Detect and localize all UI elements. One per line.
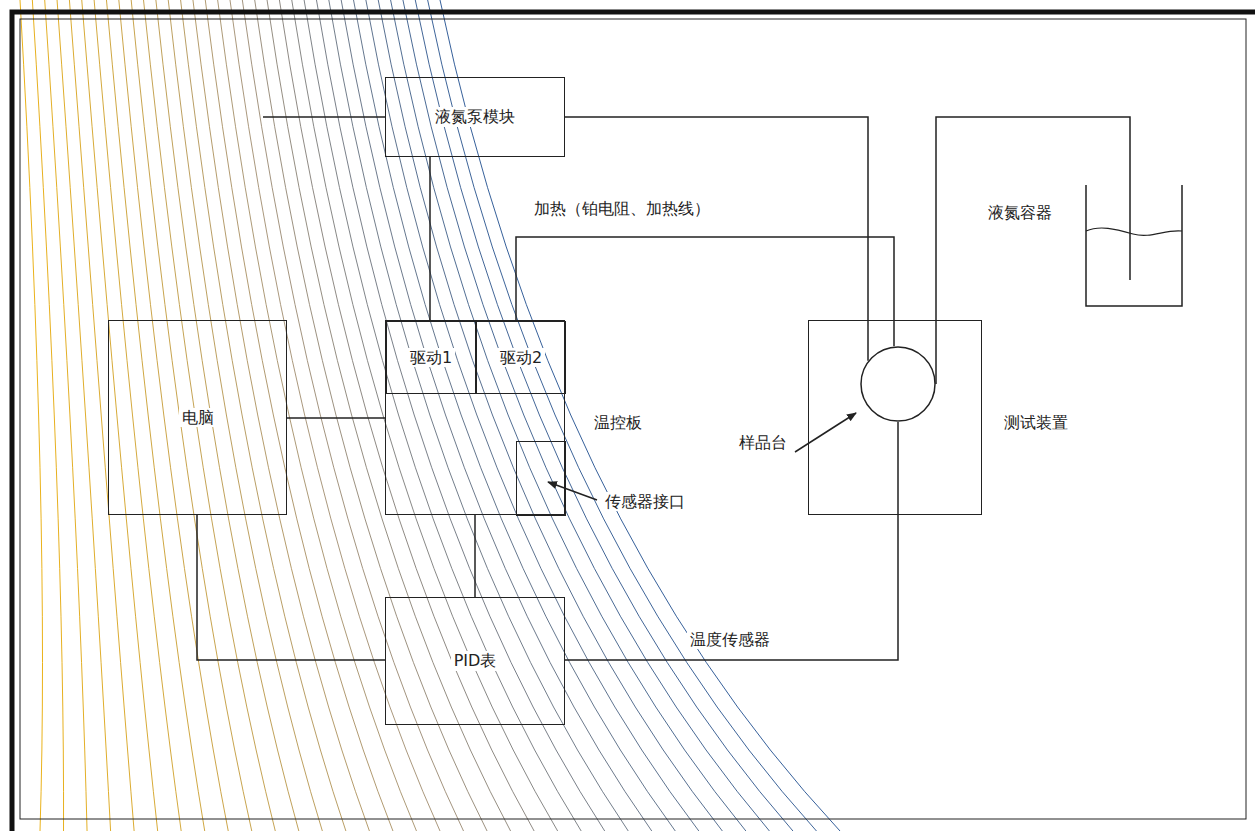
decor-curve bbox=[193, 0, 369, 831]
node-label: 样品台 bbox=[736, 433, 790, 452]
node-label: 液氮泵模块 bbox=[432, 107, 518, 126]
decor-curve bbox=[69, 0, 134, 831]
node-label: 传感器接口 bbox=[602, 492, 688, 511]
connector bbox=[565, 422, 898, 660]
decor-curve bbox=[20, 0, 43, 831]
decor-curve bbox=[32, 0, 63, 831]
node-label: 测试装置 bbox=[1001, 413, 1071, 432]
decor-curve bbox=[391, 0, 746, 831]
outer-frame bbox=[12, 12, 1255, 831]
pid-box: PID表 bbox=[385, 597, 565, 725]
leader-line bbox=[795, 413, 856, 452]
decor-curve bbox=[316, 0, 604, 831]
decor-curve bbox=[366, 0, 699, 831]
decor-curve bbox=[329, 0, 628, 831]
pump-box: 液氮泵模块 bbox=[385, 77, 565, 157]
decor-curve bbox=[292, 0, 558, 831]
leader-line bbox=[548, 482, 597, 500]
connector bbox=[429, 157, 431, 321]
connector bbox=[936, 117, 1130, 384]
decor-curve bbox=[168, 0, 322, 831]
connector bbox=[197, 515, 385, 660]
decor-curve bbox=[156, 0, 299, 831]
tank-outline bbox=[1085, 185, 1183, 307]
decor-curve bbox=[57, 0, 111, 831]
decor-curves bbox=[20, 0, 840, 831]
node-label: 液氮容器 bbox=[985, 203, 1055, 222]
liquid-surface bbox=[1086, 228, 1182, 235]
node-label: PID表 bbox=[451, 651, 500, 670]
decor-curve bbox=[82, 0, 158, 831]
connector bbox=[516, 237, 894, 346]
node-label: 驱动2 bbox=[497, 348, 545, 367]
sensor-port: 传感器接口 bbox=[516, 441, 566, 516]
inner-frame bbox=[20, 19, 1246, 819]
decor-curve bbox=[378, 0, 722, 831]
edge-label: 温度传感器 bbox=[687, 630, 773, 649]
node-label: 电脑 bbox=[179, 408, 217, 427]
nitrogen-tank: 液氮容器 bbox=[1085, 185, 1183, 307]
driver-box: 驱动2 bbox=[476, 321, 566, 394]
pump-wire bbox=[263, 116, 385, 118]
node-label: 驱动1 bbox=[407, 348, 455, 367]
tank-wall bbox=[1086, 185, 1182, 306]
test-device: 测试装置样品台 bbox=[808, 320, 982, 515]
connector bbox=[287, 417, 385, 419]
driver-box: 驱动1 bbox=[386, 321, 476, 394]
circle-outline bbox=[860, 346, 936, 422]
circle-stroke bbox=[861, 347, 935, 421]
node-label: 温控板 bbox=[591, 413, 645, 432]
edge-label: 加热（铂电阻、加热线） bbox=[531, 199, 713, 218]
decor-curve bbox=[205, 0, 393, 831]
decor-curve bbox=[428, 0, 817, 831]
sample-stage: 样品台 bbox=[860, 346, 936, 422]
decor-curve bbox=[403, 0, 769, 831]
decor-curve bbox=[341, 0, 652, 831]
decor-curve bbox=[218, 0, 417, 831]
computer-box: 电脑 bbox=[108, 320, 287, 515]
decor-curve bbox=[354, 0, 676, 831]
decor-curve bbox=[131, 0, 252, 831]
decor-curve bbox=[279, 0, 534, 831]
decor-curve bbox=[119, 0, 228, 831]
edge-label-box: 加热（铂电阻、加热线） bbox=[531, 199, 713, 218]
edge-label-box: 温度传感器 bbox=[687, 630, 773, 649]
connector bbox=[474, 515, 476, 597]
connector bbox=[565, 117, 868, 361]
control-board: 温控板驱动1驱动2传感器接口 bbox=[385, 320, 565, 515]
decor-curve bbox=[415, 0, 793, 831]
